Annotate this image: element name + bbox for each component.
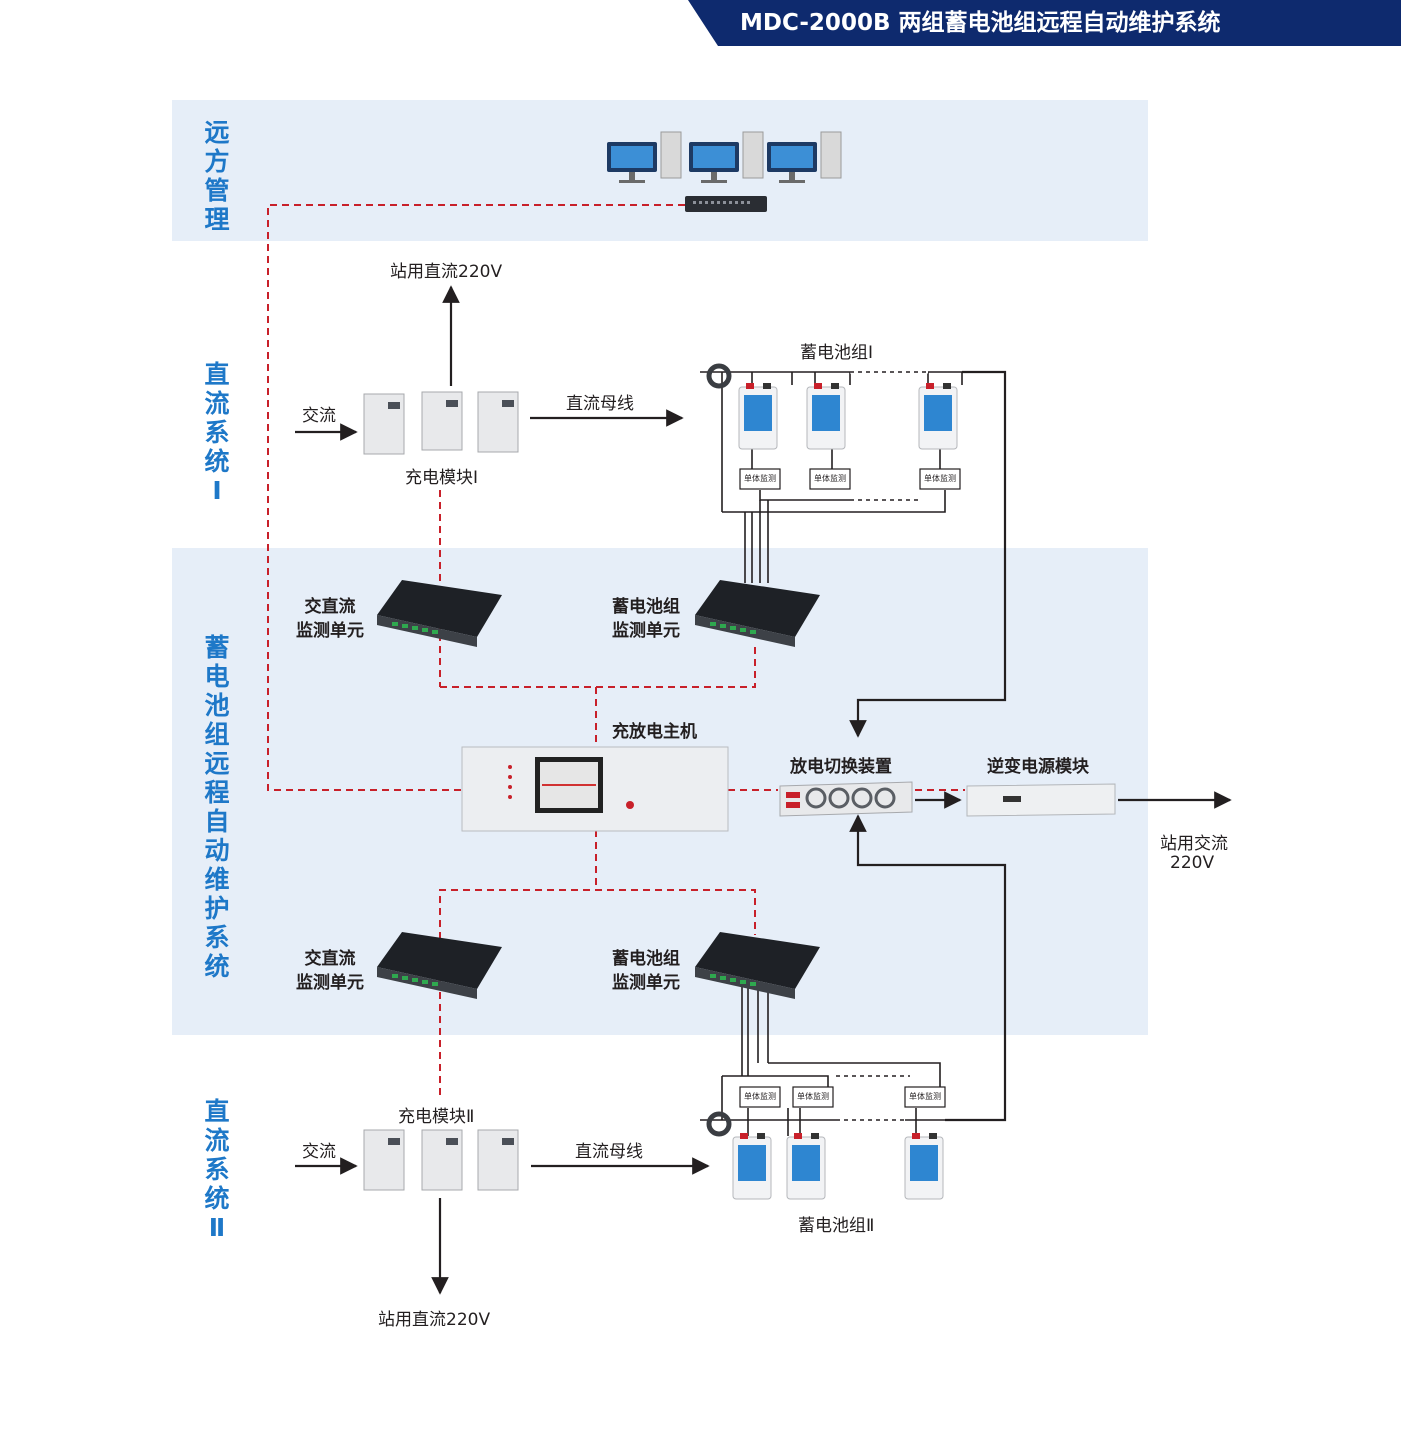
charger-1-label: 充电模块Ⅰ (405, 468, 479, 488)
ac-input-2-label: 交流 (302, 1142, 336, 1162)
inverter-label: 逆变电源模块 (987, 757, 1089, 777)
batt-monitor-1-label: 蓄电池组监测单元 (612, 597, 680, 641)
current-sensor-1-icon (706, 363, 732, 389)
charger-2-label: 充电模块Ⅱ (398, 1107, 475, 1127)
batt-monitor-1-icon (695, 580, 820, 647)
station-ac-label-2: 220V (1170, 853, 1215, 873)
cell-monitor-2a: 单体监测 (744, 1092, 776, 1101)
dc-bus-1-label: 直流母线 (566, 394, 634, 414)
station-ac-label-1: 站用交流 (1160, 834, 1228, 854)
section-maintenance-label: 蓄电池组远程自动维护系统 (204, 633, 230, 981)
battery-cells-1-icon (738, 383, 958, 450)
charger-module-1-icon (363, 391, 519, 455)
battery-group-1-label: 蓄电池组Ⅰ (800, 343, 874, 363)
section-dc1-label: 直流系统Ⅰ (204, 360, 230, 505)
title-banner (688, 0, 1401, 46)
batt-monitor-2-label: 蓄电池组监测单元 (612, 949, 680, 993)
cell-monitor-1a: 单体监测 (744, 474, 776, 483)
charge-discharge-host-icon (461, 746, 729, 832)
ac-input-1-label: 交流 (302, 406, 336, 426)
station-dc-bottom-label: 站用直流220V (378, 1310, 491, 1330)
cell-monitor-1c: 单体监测 (924, 474, 956, 483)
cell-monitor-2b: 单体监测 (797, 1092, 829, 1101)
acdc-monitor-2-icon (377, 932, 502, 999)
switch-device-label: 放电切换装置 (790, 757, 892, 777)
acdc-monitor-2-label: 交直流监测单元 (296, 949, 364, 993)
station-dc-top-label: 站用直流220V (390, 262, 503, 282)
band-remote (172, 100, 1148, 241)
host-label: 充放电主机 (612, 722, 697, 742)
current-sensor-2-icon (706, 1111, 732, 1137)
cell-monitor-1b: 单体监测 (814, 474, 846, 483)
battery-group-2-label: 蓄电池组Ⅱ (798, 1216, 875, 1236)
section-dc2-label: 直流系统Ⅱ (204, 1097, 230, 1242)
batt-monitor-2-icon (695, 932, 820, 999)
acdc-monitor-1-label: 交直流监测单元 (296, 597, 364, 641)
network-switch-icon (685, 196, 767, 212)
dc-bus-2-label: 直流母线 (575, 1142, 643, 1162)
discharge-switch-device-icon (779, 781, 913, 817)
battery-cells-2-icon (732, 1133, 944, 1200)
charger-module-2-icon (363, 1129, 519, 1191)
section-remote-label: 远方管理 (204, 118, 230, 234)
cell-monitor-2c: 单体监测 (909, 1092, 941, 1101)
acdc-monitor-1-icon (377, 580, 502, 647)
remote-computers-icon (607, 131, 842, 183)
page-title: MDC-2000B 两组蓄电池组远程自动维护系统 (740, 10, 1221, 36)
inverter-module-icon (966, 783, 1116, 817)
